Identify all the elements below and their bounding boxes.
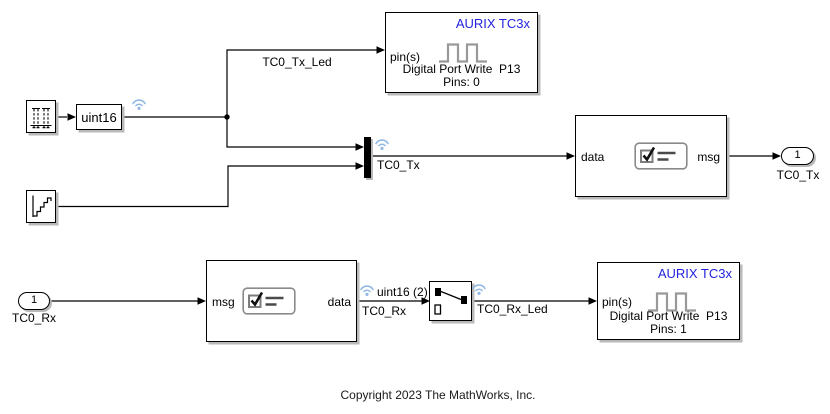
outport-tx[interactable]: 1: [781, 147, 814, 165]
staircase-source-block[interactable]: [26, 190, 56, 223]
caption-line: Digital Port Write P13: [402, 62, 521, 76]
wifi-logging-icon[interactable]: [130, 95, 148, 112]
square-wave-icon: [648, 292, 696, 312]
data-type-conversion-label: uint16: [81, 109, 117, 125]
stem-signal-icon: [30, 107, 52, 129]
pins-line: Pins: 1: [650, 322, 687, 336]
outport-tx-label: TC0_Tx: [776, 168, 820, 182]
wire-branch-to-mux1[interactable]: [226, 117, 356, 148]
data-type-conversion-block[interactable]: uint16: [76, 104, 122, 130]
inport-rx-label: TC0_Rx: [11, 311, 56, 325]
block-caption: Digital Port Write P13 Pins: 0: [386, 63, 537, 89]
aurix-title: AURIX TC3x: [657, 266, 732, 281]
msg-output-port-label: msg: [697, 150, 720, 164]
message-send-icon: [634, 142, 688, 170]
pins-input-port-label: pin(s): [390, 50, 421, 64]
data-output-port-label: data: [327, 295, 351, 309]
wifi-logging-icon[interactable]: [358, 281, 376, 298]
copyright-annotation: Copyright 2023 The MathWorks, Inc.: [340, 388, 536, 402]
pins-line: Pins: 0: [443, 75, 480, 89]
digital-port-write-rx-block[interactable]: AURIX TC3x pin(s) Digital Port Write P13…: [597, 262, 740, 340]
block-caption: Digital Port Write P13 Pins: 1: [598, 310, 739, 336]
signal-label-rx: TC0_Rx: [362, 304, 407, 318]
stem-source-block[interactable]: [26, 100, 56, 133]
wifi-logging-icon[interactable]: [373, 135, 391, 152]
signal-label-tx-led: TC0_Tx_Led: [262, 55, 332, 69]
wire-branch-to-pins-top[interactable]: [226, 49, 377, 117]
data-input-port-label: data: [581, 150, 605, 164]
aurix-title: AURIX TC3x: [455, 16, 530, 31]
check-glyph: [250, 291, 264, 307]
wifi-logging-icon[interactable]: [470, 280, 488, 297]
selector-block[interactable]: [429, 281, 472, 321]
check-glyph: [642, 146, 656, 162]
caption-line: Digital Port Write P13: [609, 309, 728, 323]
signal-label-rx-led: TC0_Rx_Led: [477, 302, 548, 316]
signal-label-tx: TC0_Tx: [377, 158, 420, 172]
digital-port-write-tx-block[interactable]: AURIX TC3x pin(s) Digital Port Write P13…: [385, 12, 538, 93]
selector-icon: [434, 288, 467, 315]
signal-label-rx-type: uint16 (2): [377, 285, 428, 299]
pins-input-port-label: pin(s): [602, 295, 633, 309]
msg-input-port-label: msg: [212, 295, 235, 309]
staircase-icon: [32, 195, 52, 217]
message-receive-icon: [242, 287, 296, 315]
inport-number: 1: [30, 294, 38, 306]
wire-stair-to-mux2[interactable]: [56, 165, 356, 208]
branch-dot: [224, 114, 230, 120]
square-wave-icon: [439, 43, 487, 63]
message-receive-block[interactable]: msg data: [206, 260, 357, 342]
inport-rx[interactable]: 1: [18, 292, 50, 310]
mux-block[interactable]: [364, 137, 371, 178]
outport-number: 1: [794, 149, 801, 161]
